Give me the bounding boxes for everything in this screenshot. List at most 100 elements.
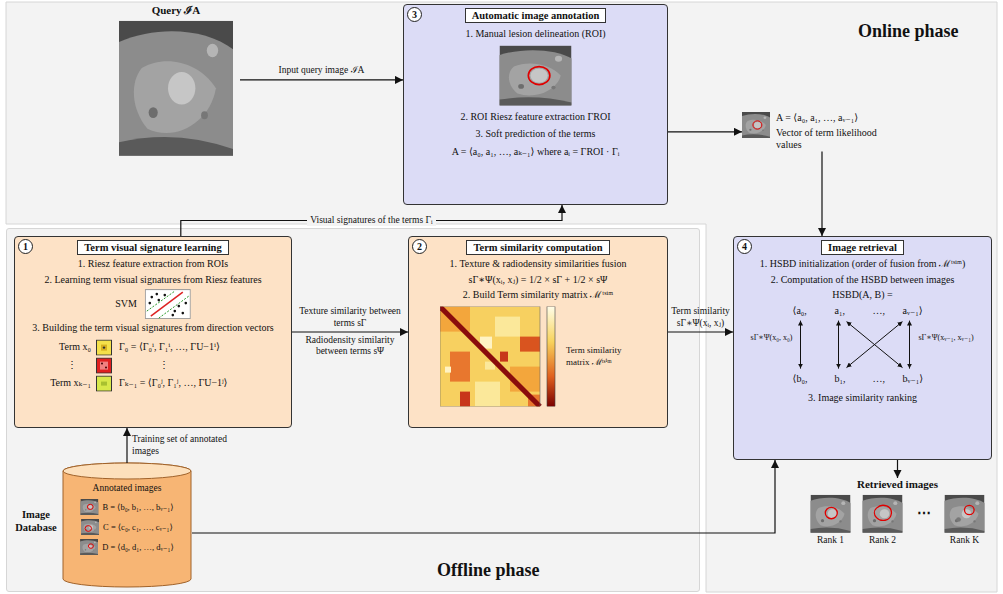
sequence-item: aᵥ₋₁⟩ <box>903 305 923 318</box>
illustration-slot <box>440 307 558 407</box>
phase-title: Offline phase <box>437 559 540 582</box>
layout-group: Term similarity matrix ℳᵗˢⁱᵐ <box>440 307 636 407</box>
illustration-slot <box>945 495 985 533</box>
edge-label: Texture similarity between terms sΓ <box>296 306 404 329</box>
box-heading: Automatic image annotation <box>465 8 607 23</box>
term-signature-icon <box>97 358 112 373</box>
callout-number: 2 <box>412 239 427 254</box>
box-heading: Image retrieval <box>821 240 904 255</box>
vector-formula: A = ⟨a₀, a₁, …, aᵥ₋₁⟩ <box>776 112 886 125</box>
illustration-slot <box>96 358 112 374</box>
hsbd-matching-arrows <box>801 321 910 369</box>
ct-thumbnail <box>739 112 773 141</box>
edge-label: Input query image ℐA <box>247 65 397 76</box>
illustration-slot <box>80 499 98 515</box>
layout-group: Term x₀Γ₀ = ⟨Γ₀ⁱ, Γ₁ⁱ, …, ΓU−1ⁱ⟩⋮⋮Term x… <box>21 340 285 392</box>
callout-number: 1 <box>18 239 33 254</box>
retrieved-thumbnail <box>941 495 989 537</box>
node-text: 3. Soft prediction of the terms <box>476 128 596 141</box>
layout-group: SVM <box>115 289 191 319</box>
similarity-label: sΓ∗Ψ(xᵥ₋₁, xᵥ₋₁) <box>919 333 983 343</box>
illustration-slot <box>742 112 770 138</box>
node-text: 3. Building the term visual signatures f… <box>32 322 273 335</box>
connector-arrow <box>292 331 408 332</box>
node-text: 2. Computation of the HSBD between image… <box>771 274 955 287</box>
node-text: Vector of term likelihood values <box>776 127 886 152</box>
node-text: 1. Manual lesion delineation (ROI) <box>465 28 605 41</box>
edge-label: Term similarity sΓ∗Ψ(xᵢ, xⱼ) <box>670 306 732 329</box>
retrieved-thumbnail <box>807 495 855 537</box>
rank-label: Rank 1 <box>817 535 844 547</box>
node-text: 1. Riesz feature extraction from ROIs <box>78 258 229 271</box>
node-text: A = ⟨a₀, a₁, …, aₖ₋₁⟩ where aᵢ = ΓROI · … <box>452 146 620 159</box>
ellipsis: ⋯ <box>917 505 931 523</box>
process-box: Image retrieval 1. HSBD initialization (o… <box>733 236 992 460</box>
retrieved-thumbnail <box>859 495 907 537</box>
illustration-slot <box>145 289 191 319</box>
edge-label: Radiodensity similarity between terms sΨ <box>296 335 404 358</box>
callout-number: 3 <box>407 7 422 22</box>
query-image: Query ℐA <box>112 4 240 156</box>
layout-group: ⋯Rank 1Rank 2Rank K <box>809 495 987 547</box>
sequence-item: ⟨a₀, <box>793 305 807 318</box>
connector-arrow <box>240 79 403 80</box>
similarity-label: sΓ∗Ψ(x₀, x₀) <box>743 333 793 343</box>
illustration-slot <box>81 519 99 535</box>
node-text: 2. Learning term visual signatures from … <box>44 274 261 287</box>
illustration-slot <box>96 340 112 356</box>
process-box: Automatic image annotation 1. Manual lesi… <box>403 4 668 205</box>
sequence-item: ⟨b₀, <box>793 373 808 386</box>
node-title: Retrieved images <box>857 478 938 492</box>
ellipsis: ⋮ <box>119 359 285 372</box>
sequence-item: a₁, <box>835 305 845 318</box>
ellipsis: ⋮ <box>21 359 91 372</box>
illustration-slot <box>96 376 112 392</box>
matrix-caption: Term similarity matrix ℳᵗˢⁱᵐ <box>566 345 636 368</box>
process-box: Term visual signature learning1. Riesz f… <box>14 236 292 428</box>
layout-group: A = ⟨a₀, a₁, …, aᵥ₋₁⟩ Vector of term like… <box>776 112 886 152</box>
sequence-item: …, <box>873 305 886 318</box>
connector-arrow <box>668 331 733 332</box>
node-text: 3. Image similarity ranking <box>808 392 917 405</box>
illustration-slot <box>80 539 98 555</box>
illustration-slot <box>811 495 851 533</box>
ct-thumbnail <box>79 499 101 517</box>
illustration-slot <box>500 46 572 106</box>
layout-group: D = ⟨d₀, d₁, …, dᵥ₋₁⟩ <box>80 539 174 555</box>
term-signature: Γₖ₋₁ = ⟨Γ₀ʲ, Γ₁ʲ, …, ΓU−1ʲ⟩ <box>119 377 285 390</box>
term-vector: A = ⟨a₀, a₁, …, aᵥ₋₁⟩ Vector of term like… <box>742 112 902 152</box>
connector-arrow <box>126 428 127 463</box>
layout-group: Annotated images B = ⟨b₀, b₁, …, bᵥ₋₁⟩ C =… <box>62 483 192 555</box>
node-text: HSBD(A, B) = <box>832 289 892 302</box>
ct-thumbnail <box>78 539 100 557</box>
node-text: 1. HSBD initialization (order of fusion … <box>760 258 966 271</box>
similarity-heatmap <box>440 307 555 407</box>
layout-group: B = ⟨b₀, b₁, …, bᵥ₋₁⟩ <box>80 499 173 515</box>
node-text: Annotated images <box>93 483 162 495</box>
box-heading: Term similarity computation <box>466 240 609 255</box>
term-signature: Γ₀ = ⟨Γ₀ⁱ, Γ₁ⁱ, …, ΓU−1ⁱ⟩ <box>119 341 285 354</box>
illustration-slot <box>863 495 903 533</box>
ct-thumbnail <box>79 519 101 537</box>
annotation-vector: C = ⟨c₀, c₁, …, cᵥ₋₁⟩ <box>103 522 173 533</box>
node-text: 1. Texture & radiodensity similarities f… <box>450 258 627 271</box>
edge-label: Training set of annotated images <box>132 434 232 457</box>
connector-arrow <box>821 152 822 237</box>
edge-label: Visual signatures of the terms Γᵢ <box>307 215 435 226</box>
callout-number: 4 <box>737 239 752 254</box>
phase-title: Online phase <box>858 20 959 43</box>
annotation-vector: B = ⟨b₀, b₁, …, bᵥ₋₁⟩ <box>102 502 173 513</box>
rank-label: Rank K <box>950 535 979 547</box>
layout-group: C = ⟨c₀, c₁, …, cᵥ₋₁⟩ <box>81 519 173 535</box>
node-text: SVM <box>115 298 137 311</box>
annotation-vector: D = ⟨d₀, d₁, …, dᵥ₋₁⟩ <box>102 542 174 553</box>
offline-phase-panel: Offline phase Term visual signature learn… <box>6 228 700 592</box>
illustration-slot <box>119 21 233 156</box>
connector-arrow <box>181 205 562 236</box>
term-signature-icon <box>97 340 112 355</box>
ct-image <box>492 46 578 112</box>
connector-arrow <box>192 460 775 533</box>
ct-image <box>108 21 245 170</box>
database-title: Image Database <box>10 508 62 534</box>
